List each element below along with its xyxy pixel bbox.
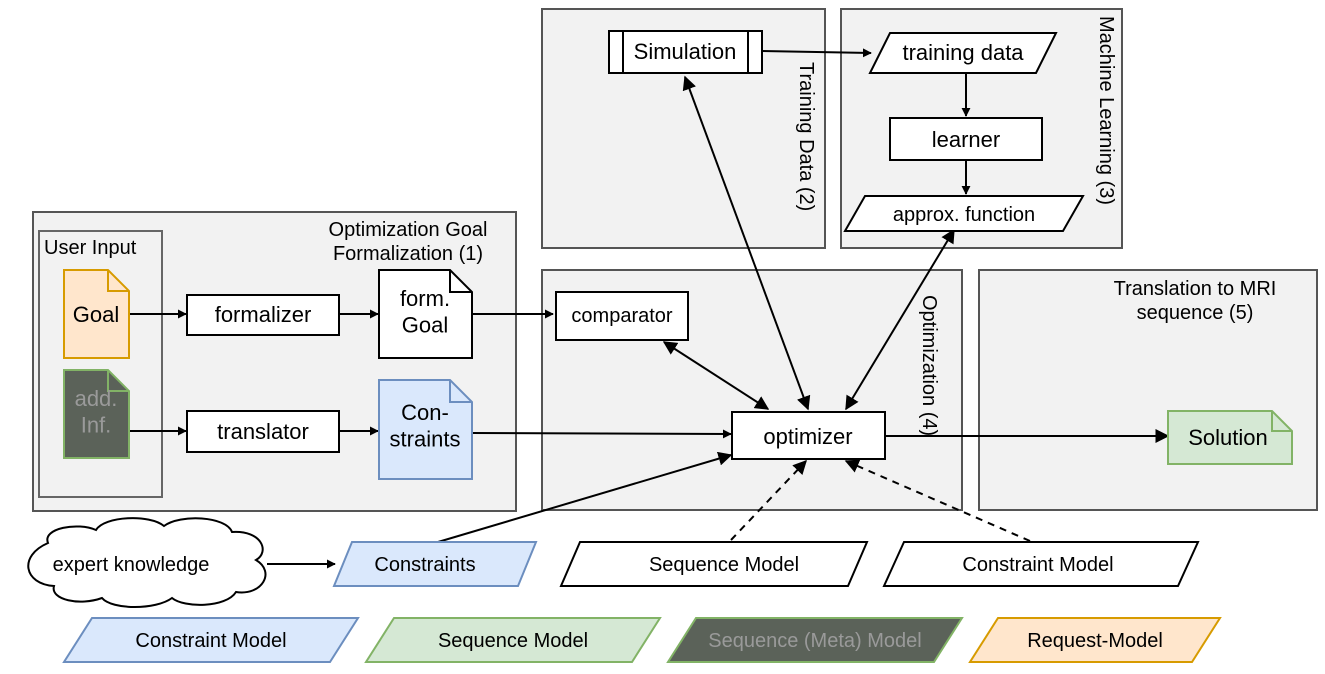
add-inf-label: add.Inf. — [75, 386, 118, 437]
approx-function-node: approx. function — [843, 195, 1085, 232]
learner-box: learner — [889, 117, 1043, 161]
legend-item: Request-Model — [968, 617, 1222, 663]
legend-swatch — [364, 617, 662, 663]
edges — [129, 48, 1170, 569]
constraint-model-node: Constraint Model — [882, 541, 1200, 587]
sequence-model-node: Sequence Model — [559, 541, 869, 587]
approx-function-label: approx. function — [893, 204, 1035, 226]
legend-item: Sequence (Meta) Model — [666, 617, 964, 663]
optimizer-box: optimizer — [731, 411, 886, 460]
edge-approx-optimizer — [845, 228, 955, 411]
legend-swatch — [968, 617, 1222, 663]
edge-constraints-optimizer — [471, 429, 732, 439]
edge-constraints-optimizer-2 — [437, 451, 733, 543]
form-goal-label: form.Goal — [400, 286, 450, 337]
group-training-data-label: Training Data (2) — [795, 62, 817, 211]
constraints-document: Con-straints — [378, 379, 473, 480]
formalizer-box: formalizer — [186, 294, 340, 336]
legend-label: Constraint Model — [135, 630, 286, 652]
formalizer-label: formalizer — [215, 302, 312, 327]
constraints-input-node: Constraints — [332, 541, 538, 587]
edge-simulation-optimizer — [682, 75, 811, 411]
edge-sequencemodel-optimizer — [730, 459, 807, 541]
goal-document: Goal — [63, 269, 130, 359]
expert-knowledge-label: expert knowledge — [53, 554, 210, 576]
training-data-label: training data — [902, 40, 1024, 65]
training-data-node: training data — [868, 32, 1058, 74]
constraints-input-label: Constraints — [374, 554, 475, 576]
constraint-model-label: Constraint Model — [962, 554, 1113, 576]
group-optimization-label: Optimization (4) — [918, 295, 940, 436]
legend-swatch — [666, 617, 964, 663]
form-goal-document: form.Goal — [378, 269, 473, 359]
group-user-input-label: User Input — [44, 237, 137, 259]
sequence-model-label: Sequence Model — [649, 554, 799, 576]
simulation-label: Simulation — [634, 39, 737, 64]
solution-document: Solution — [1167, 410, 1293, 465]
group-machine-learning-label: Machine Learning (3) — [1095, 16, 1117, 205]
add-inf-document: add.Inf. — [63, 369, 130, 459]
edge-comparator-optimizer — [662, 341, 770, 410]
legend: Constraint Model Sequence Model Sequence (… — [62, 617, 1222, 663]
legend-item: Sequence Model — [364, 617, 662, 663]
goal-label: Goal — [73, 302, 119, 327]
simulation-box: Simulation — [608, 30, 763, 74]
comparator-box: comparator — [555, 291, 689, 341]
legend-item: Constraint Model — [62, 617, 360, 663]
constraints-doc-label: Con-straints — [390, 400, 461, 451]
translator-box: translator — [186, 410, 340, 453]
legend-swatch — [62, 617, 360, 663]
learner-label: learner — [932, 127, 1000, 152]
comparator-label: comparator — [571, 305, 672, 327]
legend-label: Request-Model — [1027, 630, 1163, 652]
legend-label: Sequence Model — [438, 630, 588, 652]
expert-knowledge-cloud: expert knowledge — [27, 517, 267, 608]
solution-label: Solution — [1188, 425, 1268, 450]
optimizer-label: optimizer — [763, 424, 852, 449]
edge-simulation-trainingdata — [761, 48, 872, 58]
translator-label: translator — [217, 419, 309, 444]
legend-label: Sequence (Meta) Model — [708, 630, 921, 652]
